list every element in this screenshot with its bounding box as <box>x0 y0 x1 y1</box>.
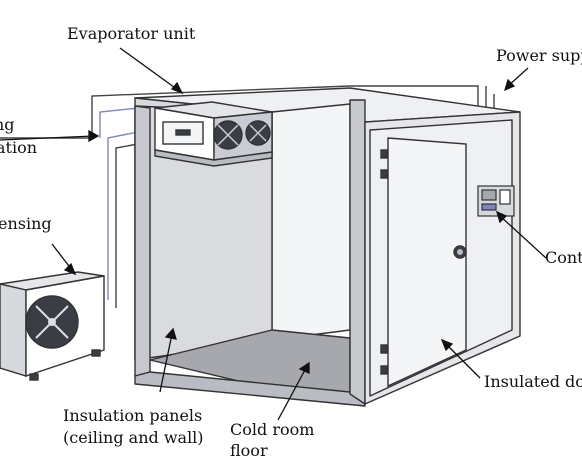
arrow-piping <box>0 135 95 141</box>
labels: Evaporator unit Power supply ng ation en… <box>0 24 582 460</box>
pipe-outer <box>0 85 479 190</box>
label-door: Insulated do <box>484 372 582 391</box>
label-floor-line1: Cold room <box>230 420 314 439</box>
insulated-door <box>380 137 467 388</box>
pipe-inner-3 <box>115 143 139 308</box>
arrow-floor <box>277 367 307 421</box>
door-hinge-top <box>380 149 388 159</box>
callout-arrows <box>0 47 547 421</box>
front-left-frame <box>134 105 151 377</box>
condensing-unit <box>0 271 105 381</box>
label-evaporator-unit: Evaporator unit <box>67 24 196 43</box>
label-piping-line2: ation <box>0 138 37 157</box>
label-insulation-line2: (ceiling and wall) <box>63 428 204 447</box>
control-box <box>477 185 515 217</box>
arrow-evaporator <box>119 47 179 91</box>
label-controller: Cont <box>545 248 582 267</box>
inner-back-wall <box>271 103 351 341</box>
arrow-insulation <box>159 333 173 393</box>
arrow-door <box>445 343 481 379</box>
door-hinge-mid <box>380 169 388 179</box>
label-floor-line2: floor <box>230 441 268 460</box>
label-piping-line1: ng <box>0 115 15 134</box>
label-condensing: ensing <box>0 214 52 233</box>
label-insulation-line1: Insulation panels <box>63 406 202 425</box>
pipe-inner-2 <box>107 131 139 300</box>
door-panel <box>387 137 467 388</box>
evaporator-unit <box>154 101 273 167</box>
door-hinge-bottom <box>380 365 388 375</box>
door-hinge-low <box>380 344 388 354</box>
label-power-supply: Power supply <box>496 46 582 65</box>
arrow-controller <box>499 215 547 259</box>
front-right-post <box>349 99 366 405</box>
pipe-inner-1 <box>99 107 139 138</box>
